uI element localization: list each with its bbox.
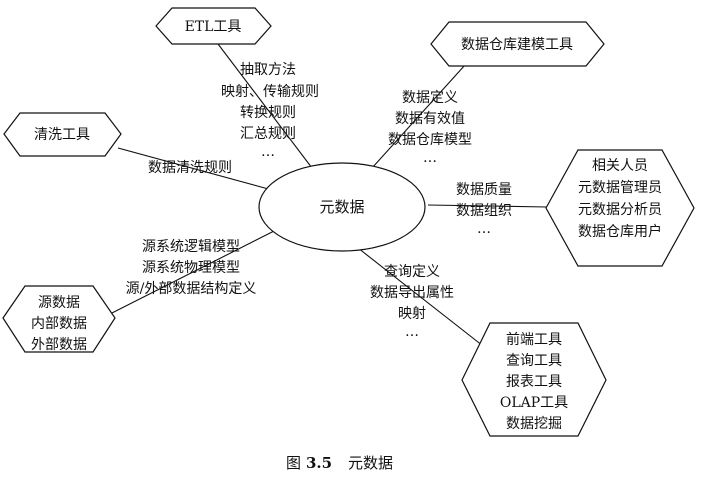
link-dw-modeling — [371, 64, 466, 169]
link-cleaning — [117, 147, 273, 191]
center-label: 元数据 — [319, 198, 364, 216]
dw-modeling-hexagon — [430, 21, 605, 67]
people-line: 元数据分析员 — [578, 202, 662, 218]
center-ellipse — [258, 162, 426, 252]
edge-label-line: 数据组织 — [456, 203, 512, 219]
edge-label-line: … — [477, 221, 491, 237]
edge-label-line: 数据有效值 — [395, 111, 465, 127]
people-line: 相关人员 — [592, 158, 648, 174]
edge-label-line: 数据导出属性 — [370, 285, 454, 301]
edge-label-dw-modeling: 数据定义 数据有效值 数据仓库模型 … — [388, 90, 472, 166]
link-frontend — [357, 247, 493, 354]
frontend-lines: 前端工具 查询工具 报表工具 OLAP工具 数据挖掘 — [500, 331, 568, 432]
link-people — [427, 204, 548, 208]
edge-label-frontend: 查询定义 数据导出属性 映射 … — [370, 264, 454, 340]
people-line: 数据仓库用户 — [578, 223, 662, 240]
sources-line: 源数据 — [38, 295, 80, 311]
center-node: 元数据 — [258, 162, 426, 252]
people-lines: 相关人员 元数据管理员 元数据分析员 数据仓库用户 — [578, 158, 662, 240]
edge-label-line: 抽取方法 — [240, 62, 296, 78]
edge-label-cleaning: 数据清洗规则 — [148, 160, 232, 176]
edge-label-sources: 源系统逻辑模型 源系统物理模型 源/外部数据结构定义 — [126, 239, 257, 297]
edge-label-line: … — [423, 150, 437, 166]
etl-hexagon — [155, 7, 272, 45]
dw-modeling-label: 数据仓库建模工具 — [461, 37, 573, 53]
link-etl — [214, 39, 313, 169]
node-people: 相关人员 元数据管理员 元数据分析员 数据仓库用户 — [545, 149, 695, 267]
sources-lines: 源数据 内部数据 外部数据 — [31, 295, 87, 353]
edge-label-line: 数据仓库模型 — [388, 132, 472, 148]
edge-label-line: 源系统逻辑模型 — [142, 239, 240, 255]
connectors — [107, 39, 548, 354]
edge-label-line: 数据清洗规则 — [148, 160, 232, 176]
sources-line: 内部数据 — [31, 316, 87, 332]
edge-label-line: 查询定义 — [384, 264, 440, 280]
people-hexagon — [545, 149, 695, 267]
edge-label-line: … — [261, 144, 275, 160]
edge-label-line: 转换规则 — [240, 104, 296, 121]
link-sources — [107, 227, 281, 316]
edge-label-line: 源系统物理模型 — [142, 260, 240, 276]
node-dw-modeling: 数据仓库建模工具 — [430, 21, 605, 67]
frontend-line: 数据挖掘 — [506, 416, 562, 432]
caption-number: 3.5 — [306, 454, 332, 472]
node-cleaning: 清洗工具 — [3, 112, 122, 157]
cleaning-hexagon — [3, 112, 122, 157]
edge-label-line: … — [405, 324, 419, 340]
frontend-line: OLAP工具 — [500, 395, 568, 411]
caption-title: 元数据 — [348, 454, 393, 472]
edge-label-line: 汇总规则 — [240, 126, 296, 142]
frontend-hexagon — [461, 322, 607, 437]
node-frontend: 前端工具 查询工具 报表工具 OLAP工具 数据挖掘 — [461, 322, 607, 437]
caption-prefix: 图 — [286, 454, 301, 472]
sources-hexagon — [2, 285, 116, 353]
frontend-line: 前端工具 — [506, 331, 562, 348]
node-etl: ETL工具 — [155, 7, 272, 45]
node-sources: 源数据 内部数据 外部数据 — [2, 285, 116, 353]
people-line: 元数据管理员 — [578, 180, 662, 196]
edge-label-line: 数据定义 — [402, 90, 458, 106]
edge-label-line: 映射、传输规则 — [221, 84, 319, 100]
figure-caption: 图 3.5 元数据 — [286, 454, 393, 472]
edge-label-people: 数据质量 数据组织 … — [456, 182, 512, 237]
edge-label-line: 源/外部数据结构定义 — [126, 281, 257, 297]
edge-label-line: 数据质量 — [456, 182, 512, 198]
edge-label-etl: 抽取方法 映射、传输规则 转换规则 汇总规则 … — [221, 62, 319, 160]
etl-label: ETL工具 — [185, 19, 242, 35]
frontend-line: 报表工具 — [506, 374, 562, 390]
cleaning-label: 清洗工具 — [34, 127, 90, 143]
sources-line: 外部数据 — [31, 337, 87, 353]
edge-label-line: 映射 — [398, 306, 426, 322]
frontend-line: 查询工具 — [506, 353, 562, 369]
